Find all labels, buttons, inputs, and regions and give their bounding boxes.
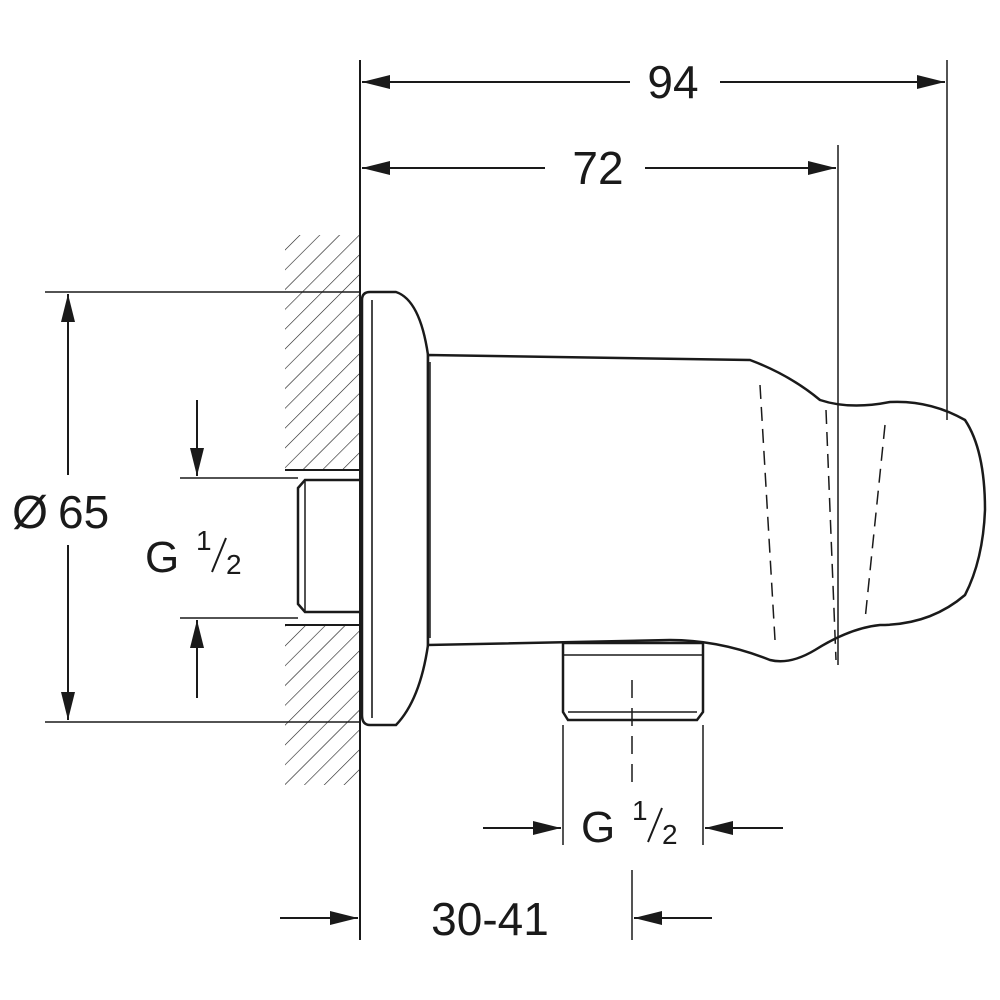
inlet-thread-letter: G [145, 533, 179, 582]
inlet-thread-den: 2 [226, 549, 242, 580]
inlet-nipple [285, 469, 360, 626]
holder-body [426, 353, 987, 663]
dimension-arrows [61, 75, 945, 925]
inlet-thread-slash [211, 537, 227, 573]
dim-outlet-thread: G 1 2 [581, 795, 678, 852]
dim-inlet-thread: G 1 2 [145, 525, 242, 582]
outlet-thread-letter: G [581, 803, 615, 852]
outlet-thread-slash [647, 807, 663, 843]
wall-section [285, 60, 361, 940]
wall-hatch-upper [285, 235, 360, 470]
extension-lines [45, 60, 948, 940]
dim-wall-depth-range: 30-41 [431, 893, 549, 945]
outlet-thread-num: 1 [632, 795, 648, 826]
inlet-thread-num: 1 [196, 525, 212, 556]
dim-flange-diameter: 65 [58, 486, 109, 538]
dim-length-to-holder: 72 [572, 142, 623, 194]
wall-hatch-lower [285, 625, 360, 785]
outlet-thread-den: 2 [662, 819, 678, 850]
dim-flange-diameter-symbol: Ø [12, 486, 48, 538]
flange [360, 290, 430, 727]
dim-overall-length: 94 [647, 56, 698, 108]
outlet-nipple [561, 641, 705, 790]
